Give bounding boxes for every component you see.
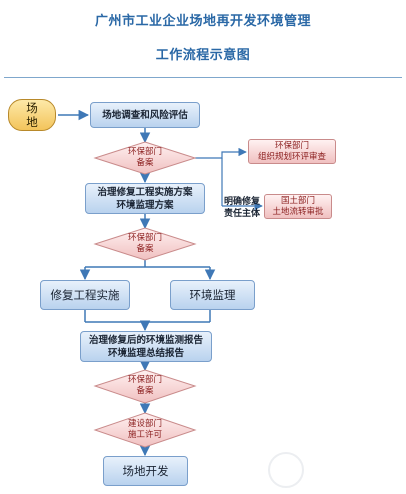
node-site-development-label: 场地开发: [122, 463, 169, 478]
watermark-seal-icon: [268, 452, 304, 488]
node-monitoring-report-label: 治理修复后的环境监测报告 环境监理总结报告: [88, 334, 203, 359]
decision-diamond-2: [93, 227, 197, 261]
node-env-monitoring-label: 环境监理: [189, 287, 236, 302]
decision-1-label: 环保部门 备案: [127, 147, 162, 168]
start-node: 场 地: [8, 99, 56, 131]
decision-3-label: 环保部门 备案: [127, 375, 162, 396]
decision-2-label: 环保部门 备案: [127, 233, 162, 254]
decision-diamond-4: [93, 412, 197, 448]
node-env-monitoring: 环境监理: [170, 280, 255, 310]
node-site-survey-label: 场地调查和风险评估: [102, 109, 188, 121]
node-repair-implementation: 修复工程实施: [40, 280, 130, 310]
title-line-1: 广州市工业企业场地再开发环境管理: [94, 14, 311, 29]
arrow-d1-env-org: [195, 147, 247, 159]
node-monitoring-report: 治理修复后的环境监测报告 环境监理总结报告: [80, 331, 212, 362]
node-remediation-plan: 治理修复工程实施方案 环境监理方案: [85, 183, 205, 214]
node-remediation-plan-label: 治理修复工程实施方案 环境监理方案: [97, 186, 193, 211]
title-divider: [4, 77, 402, 78]
node-repair-implementation-label: 修复工程实施: [50, 287, 120, 302]
decision-diamond-1: [93, 141, 197, 175]
node-land-approval: 国土部门 土地流转审批: [264, 194, 332, 219]
decision-4-label: 建设部门 施工许可: [127, 419, 162, 440]
title-line-2: 工作流程示意图: [155, 48, 251, 63]
node-site-development: 场地开发: [103, 456, 188, 486]
start-label: 场 地: [26, 101, 38, 129]
node-env-planning-review: 环保部门 组织规划环评审查: [248, 139, 336, 164]
node-site-survey: 场地调查和风险评估: [90, 102, 200, 128]
decision-diamond-3: [93, 369, 197, 404]
label-responsible-party: 明确修复 责任主体: [224, 197, 261, 219]
